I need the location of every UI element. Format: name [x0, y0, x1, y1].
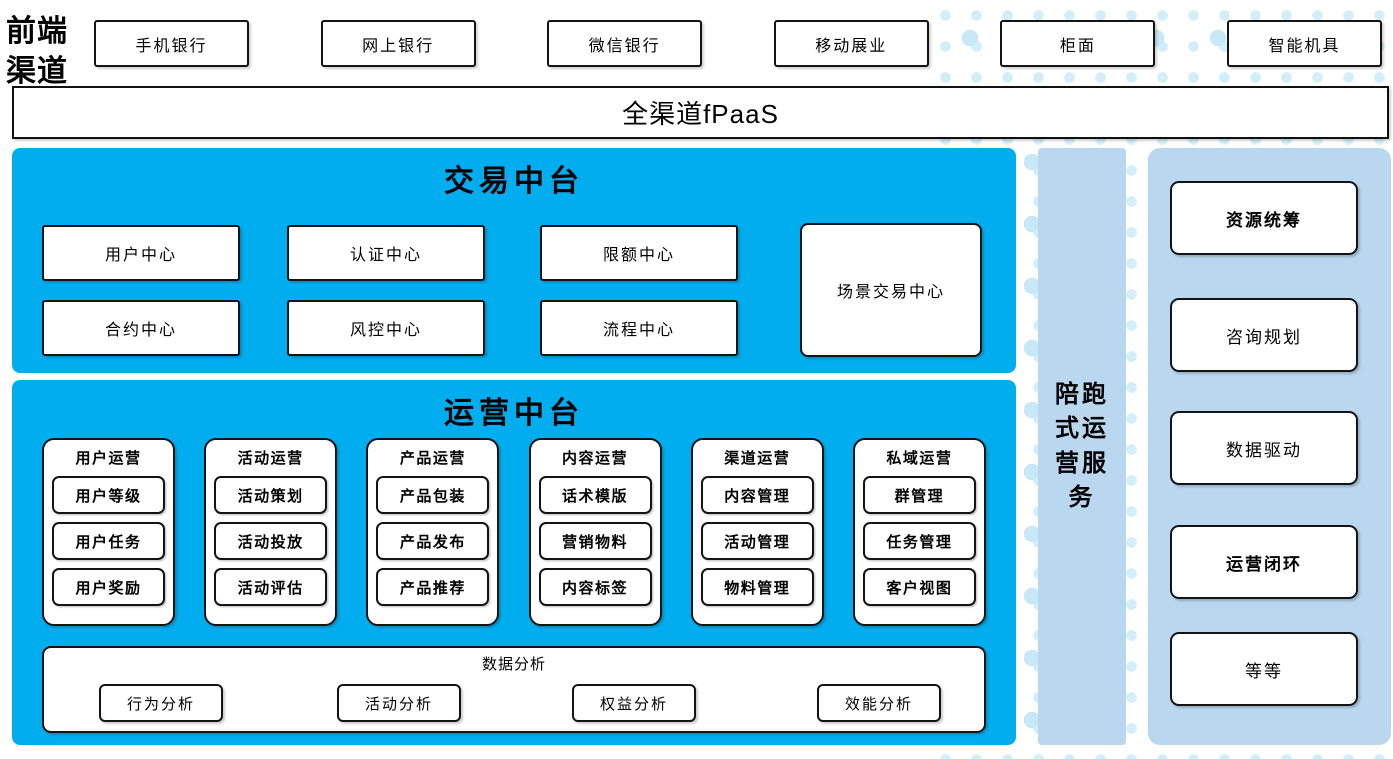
- box-resource-coordination: 资源统筹: [1170, 181, 1358, 255]
- box-behavior-analysis: 行为分析: [99, 684, 223, 722]
- box-auth-center: 认证中心: [287, 225, 485, 281]
- box-limit-center: 限额中心: [540, 225, 738, 281]
- channel-box-online-banking: 网上银行: [320, 20, 476, 67]
- column-item: 活动策划: [214, 476, 328, 514]
- column-item: 活动评估: [214, 568, 328, 606]
- column-item: 用户任务: [52, 522, 165, 560]
- column-header: 内容运营: [562, 450, 629, 467]
- frontend-channels-label: 前端渠道: [6, 15, 68, 88]
- box-contract-center: 合约中心: [42, 300, 240, 356]
- column-header: 用户运营: [75, 450, 142, 467]
- operation-columns: 用户运营 用户等级 用户任务 用户奖励 活动运营 活动策划 活动投放 活动评估 …: [42, 438, 986, 626]
- box-data-driven: 数据驱动: [1170, 411, 1358, 485]
- column-user-operation: 用户运营 用户等级 用户任务 用户奖励: [42, 438, 175, 626]
- column-product-operation: 产品运营 产品包装 产品发布 产品推荐: [366, 438, 500, 626]
- column-private-domain-operation: 私域运营 群管理 任务管理 客户视图: [852, 438, 986, 626]
- box-scene-transaction-center: 场景交易中心: [800, 223, 982, 357]
- column-channel-operation: 渠道运营 内容管理 活动管理 物料管理: [690, 438, 824, 626]
- operation-platform-title: 运营中台: [444, 397, 584, 430]
- operation-middle-platform-section: 运营中台 用户运营 用户等级 用户任务 用户奖励 活动运营 活动策划 活动投放 …: [12, 380, 1016, 745]
- column-item: 用户等级: [52, 476, 165, 514]
- fpaas-bar: 全渠道fPaaS: [12, 86, 1389, 139]
- column-header: 私域运营: [886, 450, 953, 467]
- service-items-panel: 资源统筹 咨询规划 数据驱动 运营闭环 等等: [1148, 148, 1391, 745]
- column-item: 活动管理: [700, 522, 814, 560]
- column-item: 物料管理: [700, 568, 814, 606]
- column-item: 营销物料: [538, 522, 652, 560]
- box-etc: 等等: [1170, 632, 1358, 706]
- channel-box-wechat-banking: 微信银行: [547, 20, 703, 67]
- channel-box-mobile-outreach: 移动展业: [773, 20, 929, 67]
- channel-box-mobile-banking: 手机银行: [94, 20, 249, 67]
- box-activity-analysis: 活动分析: [337, 684, 461, 722]
- column-item: 产品包装: [376, 476, 490, 514]
- box-operation-closed-loop: 运营闭环: [1170, 525, 1358, 599]
- column-header: 活动运营: [237, 450, 304, 467]
- column-item: 活动投放: [214, 522, 328, 560]
- accompany-service-label: 陪跑式运营服务: [1055, 381, 1109, 511]
- column-item: 任务管理: [862, 522, 976, 560]
- column-item: 产品推荐: [376, 568, 490, 606]
- frontend-channel-row: 手机银行 网上银行 微信银行 移动展业 柜面 智能机具: [94, 20, 1382, 67]
- column-item: 产品发布: [376, 522, 490, 560]
- transaction-middle-platform-section: 交易中台 用户中心 认证中心 限额中心 合约中心 风控中心 流程中心 场景交易中…: [12, 148, 1016, 373]
- fpaas-label: 全渠道fPaaS: [622, 99, 779, 129]
- box-efficiency-analysis: 效能分析: [817, 684, 941, 722]
- column-activity-operation: 活动运营 活动策划 活动投放 活动评估: [204, 438, 338, 626]
- channel-box-smart-devices: 智能机具: [1226, 20, 1382, 67]
- column-content-operation: 内容运营 话术模版 营销物料 内容标签: [528, 438, 662, 626]
- column-header: 产品运营: [399, 450, 466, 467]
- box-rights-analysis: 权益分析: [572, 684, 696, 722]
- box-risk-center: 风控中心: [287, 300, 485, 356]
- box-user-center: 用户中心: [42, 225, 240, 281]
- column-item: 内容管理: [700, 476, 814, 514]
- column-item: 客户视图: [862, 568, 976, 606]
- column-item: 内容标签: [538, 568, 652, 606]
- accompany-operation-service-strip: 陪跑式运营服务: [1038, 148, 1126, 745]
- channel-box-counter: 柜面: [1000, 20, 1156, 67]
- data-analysis-title: 数据分析: [481, 656, 546, 673]
- data-analysis-container: 数据分析 行为分析 活动分析 权益分析 效能分析: [42, 646, 986, 733]
- column-header: 渠道运营: [724, 450, 791, 467]
- column-item: 话术模版: [538, 476, 652, 514]
- column-item: 用户奖励: [52, 568, 165, 606]
- box-process-center: 流程中心: [540, 300, 738, 356]
- column-item: 群管理: [862, 476, 976, 514]
- transaction-platform-title: 交易中台: [444, 165, 584, 198]
- box-consulting-planning: 咨询规划: [1170, 298, 1358, 372]
